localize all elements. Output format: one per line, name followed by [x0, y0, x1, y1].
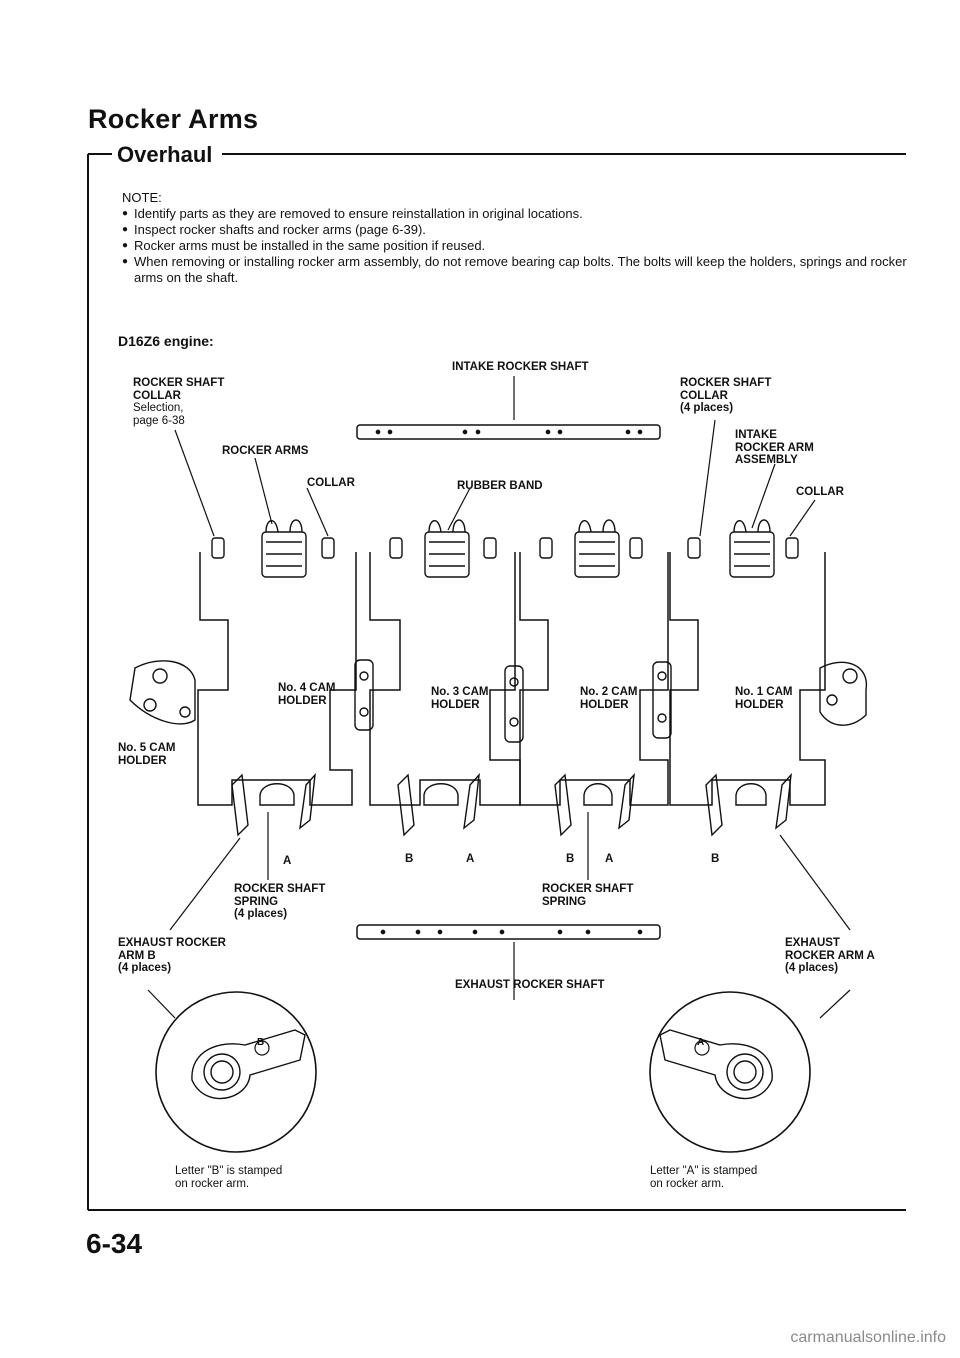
rocker-arms-label: ROCKER ARMS: [222, 445, 309, 457]
page-number: 6-34: [86, 1228, 143, 1259]
note-item: Rocker arms must be installed in the sam…: [122, 238, 912, 254]
rocker-shaft-collar-label: ROCKER SHAFT COLLAR Selection, page 6-38: [133, 377, 225, 427]
rubber-band-label: RUBBER BAND: [457, 480, 543, 492]
letter-a-label: A: [283, 855, 292, 867]
leader-lines: [147, 376, 851, 1019]
intake-rocker-shaft-label: INTAKE ROCKER SHAFT: [452, 361, 589, 373]
circle-letter-b: B: [257, 1037, 265, 1048]
note-item: Inspect rocker shafts and rocker arms (p…: [122, 222, 912, 238]
intake-rocker-arm-assembly-label: INTAKE ROCKER ARM ASSEMBLY: [735, 429, 814, 466]
cam-holder-caps: [129, 659, 867, 743]
detail-circle-a: [649, 991, 811, 1153]
cam-holder-2-label: No. 2 CAM HOLDER: [580, 686, 638, 711]
rocker-shaft-collar-label-right: ROCKER SHAFT COLLAR (4 places): [680, 377, 772, 414]
cam-holder-outlines: [197, 552, 826, 806]
intake-rocker-shaft: [356, 424, 661, 440]
note-item: Identify parts as they are removed to en…: [122, 206, 912, 222]
letter-a-label: A: [605, 853, 614, 865]
note-list: Identify parts as they are removed to en…: [122, 206, 912, 286]
letter-b-label: B: [711, 853, 720, 865]
exhaust-rocker-arm-a-label: EXHAUST ROCKER ARM A (4 places): [785, 937, 875, 974]
detail-circle-b: [155, 991, 317, 1153]
engine-label: D16Z6 engine:: [118, 333, 214, 349]
collars: [211, 537, 799, 559]
letter-b-label: B: [405, 853, 414, 865]
exhaust-rocker-shaft-label: EXHAUST ROCKER SHAFT: [455, 979, 605, 991]
collar-label-right: COLLAR: [796, 486, 844, 498]
watermark: carmanualsonline.info: [790, 1329, 946, 1346]
letter-a-label: A: [466, 853, 475, 865]
rocker-shaft-spring-label-right: ROCKER SHAFT SPRING: [542, 883, 634, 908]
page-title: Rocker Arms: [88, 104, 259, 134]
letter-b-label: B: [566, 853, 575, 865]
note-heading: NOTE:: [122, 190, 162, 205]
exhaust-rocker-arms: [231, 772, 792, 837]
exhaust-rocker-shaft: [356, 924, 661, 940]
section-subtitle: Overhaul: [117, 142, 213, 167]
note-item: When removing or installing rocker arm a…: [122, 254, 912, 286]
cam-holder-4-label: No. 4 CAM HOLDER: [278, 682, 336, 707]
rocker-shaft-spring-label: ROCKER SHAFT SPRING (4 places): [234, 883, 326, 920]
cam-holder-3-label: No. 3 CAM HOLDER: [431, 686, 489, 711]
intake-rocker-arm-assemblies: [261, 519, 775, 578]
exhaust-rocker-arm-b-label: EXHAUST ROCKER ARM B (4 places): [118, 937, 226, 974]
collar-label: COLLAR: [307, 477, 355, 489]
cam-holder-5-label: No. 5 CAM HOLDER: [118, 742, 176, 767]
cam-holder-1-label: No. 1 CAM HOLDER: [735, 686, 793, 711]
circle-letter-a: A: [697, 1037, 705, 1048]
